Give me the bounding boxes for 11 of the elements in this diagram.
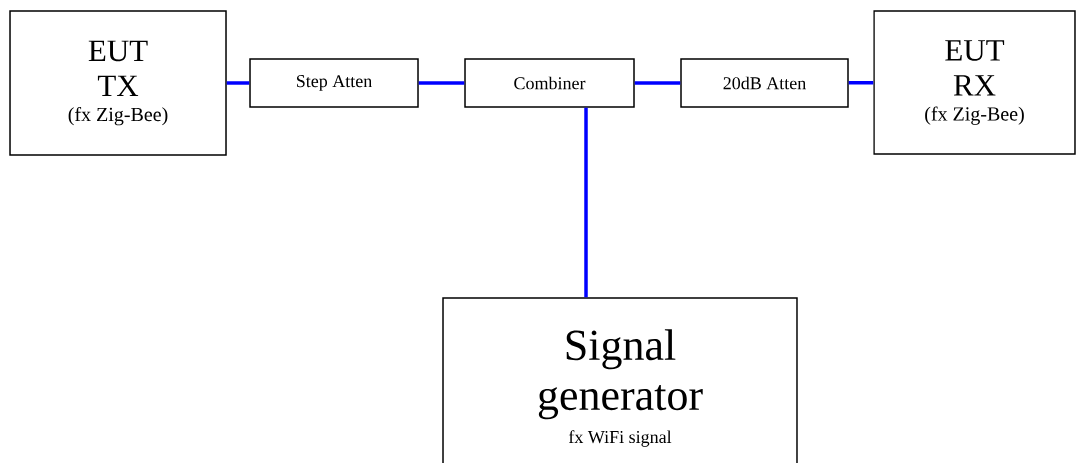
device-box: EUT TX (fx Zig-Bee)	[9, 10, 227, 156]
component-box: 20dB Atten	[680, 58, 849, 108]
connector-line	[848, 81, 874, 85]
connector-line	[634, 81, 681, 85]
component-box: Step Atten	[249, 58, 419, 108]
connector-line	[584, 107, 588, 298]
device-box: EUT RX (fx Zig-Bee)	[873, 10, 1076, 155]
device-box: Signal generator fx WiFi signal	[442, 297, 798, 463]
connector-line	[226, 81, 250, 85]
component-box: Combiner	[464, 58, 635, 108]
connector-line	[418, 81, 465, 85]
